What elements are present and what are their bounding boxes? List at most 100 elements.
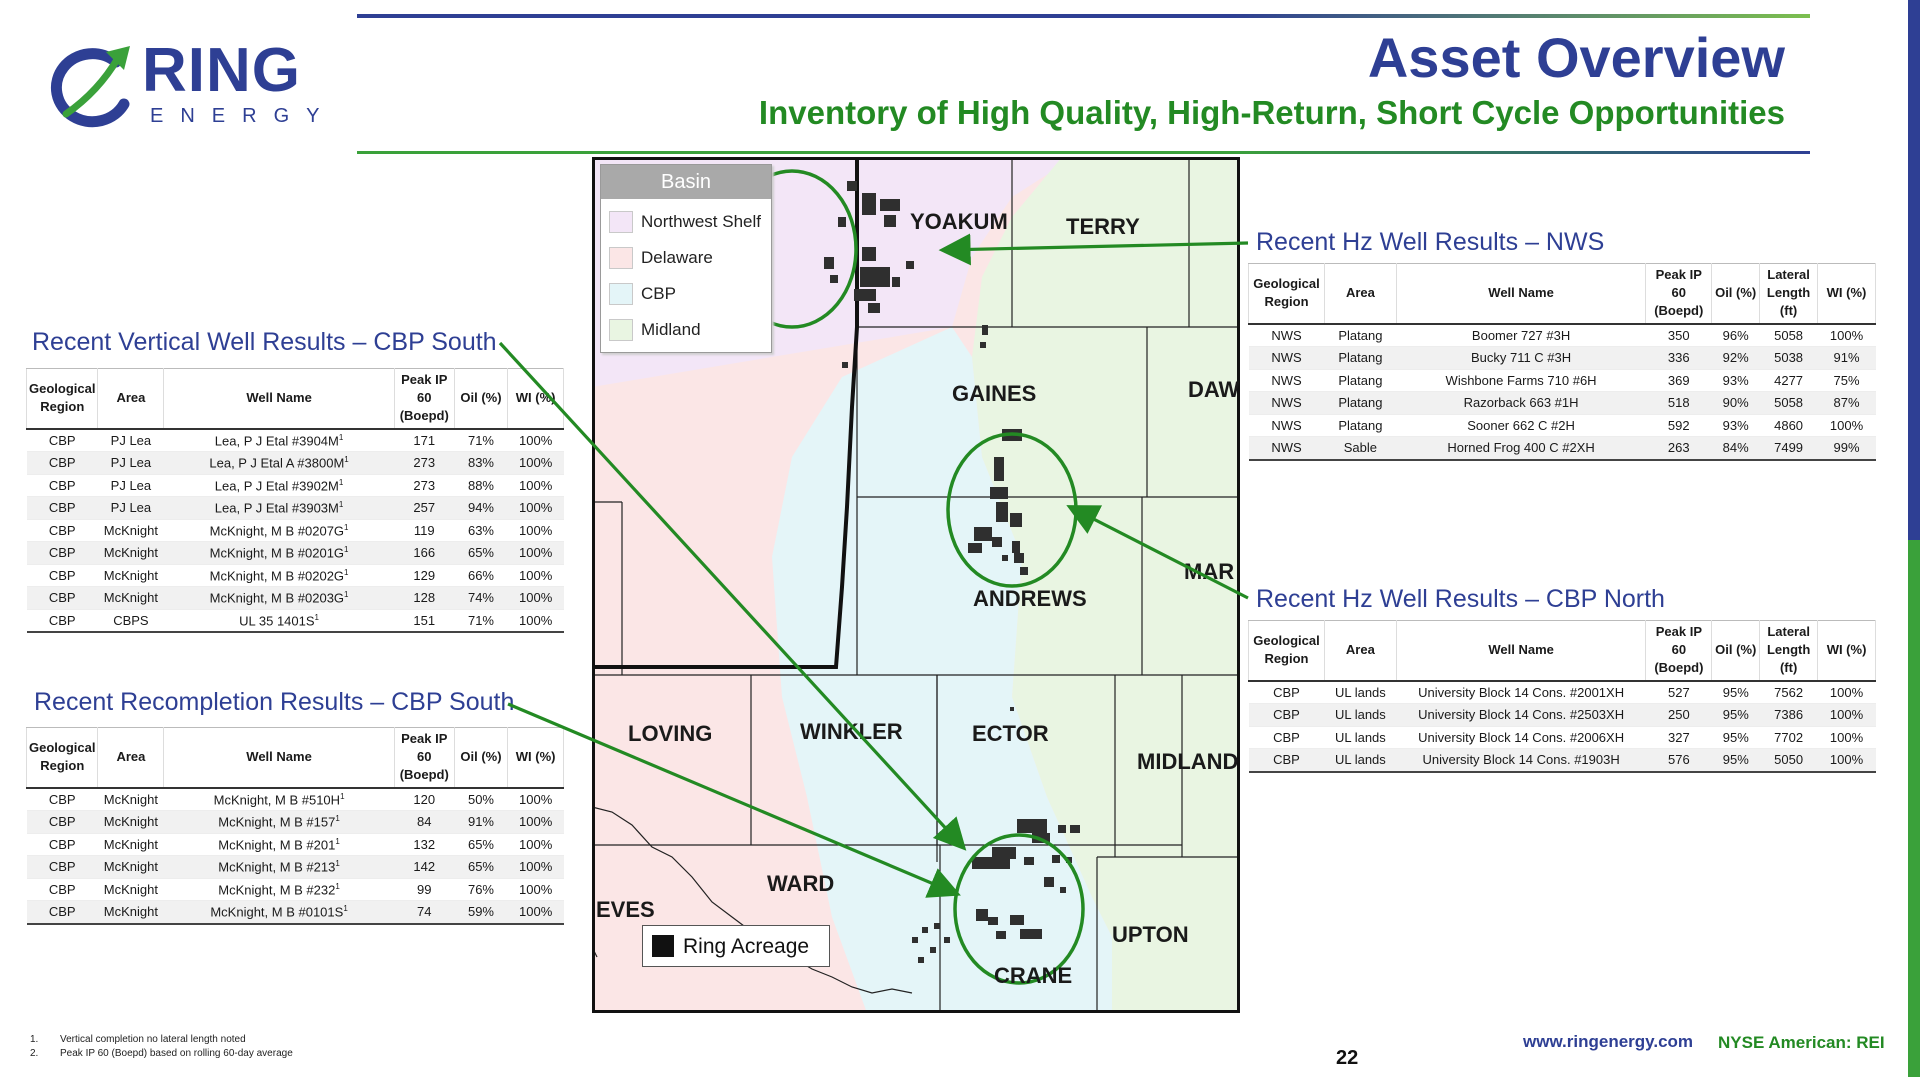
cell-oil: 95% xyxy=(1711,726,1760,750)
cell-region: CBP xyxy=(26,564,98,588)
cell-area: CBPS xyxy=(97,609,164,634)
cell-text: University Block 14 Cons. #1903H xyxy=(1422,752,1620,768)
cell-wi: 75% xyxy=(1817,369,1876,393)
cell-well: University Block 14 Cons. #1903H xyxy=(1396,748,1646,773)
county-label-crane: CRANE xyxy=(994,963,1073,988)
cell-area: PJ Lea xyxy=(97,451,164,475)
cell-text: CBP xyxy=(48,814,76,830)
cell-oil: 95% xyxy=(1711,680,1760,705)
cell-area: Platang xyxy=(1324,391,1397,415)
cell-well: McKnight, M B #1571 xyxy=(163,810,395,834)
cell-oil: 95% xyxy=(1711,703,1760,727)
cell-text: 5058 xyxy=(1774,327,1804,343)
cell-text: CBP xyxy=(48,567,76,583)
cell-well: Lea, P J Etal #3904M1 xyxy=(163,428,395,453)
cell-len: 7499 xyxy=(1759,436,1818,461)
cell-region: CBP xyxy=(26,900,98,925)
footnote-marker: 1 xyxy=(340,791,345,801)
cell-text: McKnight xyxy=(103,859,158,875)
cell-text: 74 xyxy=(417,904,432,920)
column-header: Peak IP 60 (Boepd) xyxy=(393,367,455,430)
cell-oil: 90% xyxy=(1711,391,1760,415)
cell-wi: 100% xyxy=(507,496,564,520)
cell-wi: 100% xyxy=(1817,323,1876,348)
cell-area: McKnight xyxy=(97,586,164,610)
header-rule-top xyxy=(357,14,1810,18)
cell-text: 100% xyxy=(519,545,553,561)
cell-ip: 527 xyxy=(1645,680,1712,705)
footnote-marker: 1 xyxy=(335,814,340,824)
cell-oil: 84% xyxy=(1711,436,1760,461)
cell-well: McKnight, M B #2011 xyxy=(163,833,395,857)
cell-oil: 74% xyxy=(454,586,508,610)
cell-text: 350 xyxy=(1667,327,1690,343)
cell-text: PJ Lea xyxy=(110,455,152,471)
cell-text: 4860 xyxy=(1774,417,1804,433)
cell-text: NWS xyxy=(1271,327,1302,343)
cell-region: CBP xyxy=(26,541,98,565)
footnote-marker: 1 xyxy=(343,904,348,914)
cell-len: 7702 xyxy=(1759,726,1818,750)
footnote-marker: 1 xyxy=(338,500,344,510)
basin-legend: Basin Northwest Shelf Delaware CBP Midla… xyxy=(600,164,772,353)
column-header: WI (%) xyxy=(507,367,564,430)
page-number: 22 xyxy=(1336,1047,1359,1069)
cell-text: Sable xyxy=(1343,440,1378,456)
cell-text: Bucky 711 C #3H xyxy=(1470,350,1572,366)
cell-text: 5038 xyxy=(1774,350,1804,366)
cell-region: CBP xyxy=(26,833,98,857)
cell-well: Boomer 727 #3H xyxy=(1396,323,1646,348)
cell-text: CBP xyxy=(48,432,76,448)
county-label-martin: MAR xyxy=(1184,559,1235,584)
cell-ip: 518 xyxy=(1645,391,1712,415)
cell-text: 100% xyxy=(519,859,553,875)
cell-text: 84% xyxy=(1722,440,1749,456)
cell-text: 59% xyxy=(467,904,494,920)
cell-wi: 100% xyxy=(507,428,564,453)
cell-ip: 273 xyxy=(394,451,455,475)
cell-text: 100% xyxy=(1829,729,1864,745)
cell-wi: 100% xyxy=(1817,748,1876,773)
cell-wi: 100% xyxy=(507,474,564,498)
cell-text: NWS xyxy=(1271,350,1302,366)
cell-text: 576 xyxy=(1668,752,1690,768)
cell-wi: 87% xyxy=(1817,391,1876,415)
cell-region: NWS xyxy=(1248,346,1325,370)
cell-text: CBP xyxy=(48,545,76,561)
cell-text: University Block 14 Cons. #2001XH xyxy=(1418,684,1625,700)
cell-text: 7562 xyxy=(1774,684,1804,700)
cell-text: 4277 xyxy=(1774,372,1804,388)
county-label-gaines: GAINES xyxy=(952,381,1037,406)
cell-well: UL 35 1401S1 xyxy=(163,609,395,634)
cell-ip: 592 xyxy=(1645,414,1712,438)
cell-text: Lea, P J Etal #3902M xyxy=(214,477,339,493)
cell-oil: 92% xyxy=(1711,346,1760,370)
cell-text: NWS xyxy=(1271,395,1302,411)
column-header: Well Name xyxy=(1395,619,1647,682)
cell-text: McKnight, M B #201 xyxy=(218,836,336,852)
cell-oil: 96% xyxy=(1711,323,1760,348)
cell-wi: 91% xyxy=(1817,346,1876,370)
footnote-marker: 1 xyxy=(344,590,349,600)
cell-text: 5058 xyxy=(1774,395,1804,411)
logo-wordmark: RING xyxy=(142,36,301,105)
cell-text: 100% xyxy=(1829,707,1864,723)
cell-text: 273 xyxy=(413,477,436,493)
cell-region: CBP xyxy=(1248,680,1325,705)
column-header: Well Name xyxy=(163,367,395,430)
cell-len: 5050 xyxy=(1759,748,1818,773)
cell-text: 100% xyxy=(1829,752,1864,768)
cell-text: 99 xyxy=(417,881,432,897)
website-link[interactable]: www.ringenergy.com xyxy=(1523,1032,1694,1051)
cell-text: University Block 14 Cons. #2006XH xyxy=(1418,729,1625,745)
cell-text: Lea, P J Etal A #3800M xyxy=(209,455,345,471)
recompletion-results-title: Recent Recompletion Results – CBP South xyxy=(34,688,515,716)
cell-len: 4860 xyxy=(1759,414,1818,438)
